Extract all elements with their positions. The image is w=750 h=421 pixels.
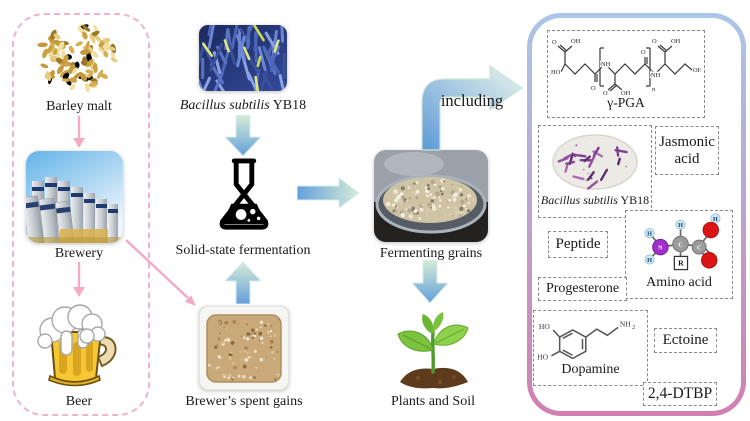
barley-malt-image (37, 24, 118, 93)
flask-icon (219, 158, 269, 230)
atom-label: NH (651, 72, 661, 79)
arrow-bacillus-to-fermentation (225, 115, 261, 157)
atom-label: N (658, 244, 663, 251)
arrow-barley-to-brewery (73, 116, 85, 148)
dtbp-box: 2,4-DTBP (643, 382, 717, 406)
atom-label: HO (539, 322, 550, 331)
atom-label: H (647, 257, 652, 264)
peptide-label: Peptide (555, 236, 601, 252)
atom-label: H (713, 216, 718, 223)
atom-label: OH (621, 90, 631, 96)
amino-acid-box: H H H H N C C R Amino acid (625, 210, 733, 299)
including-label: including (440, 91, 504, 110)
beer-image (37, 304, 117, 387)
jasmonic-acid-label: Jasmonic acid (659, 133, 715, 167)
atom-label: C (697, 244, 701, 251)
amino-acid-label: Amino acid (646, 275, 712, 290)
progesterone-label: Progesterone (545, 281, 620, 296)
atom-label: O (591, 85, 596, 92)
atom-label: NH (601, 61, 611, 68)
fermentation-label: Solid-state fermentation (175, 243, 311, 258)
jasmonic-acid-box: Jasmonic acid (655, 126, 719, 175)
plants-image (397, 312, 469, 389)
arrow-fermentation-to-grains (297, 177, 360, 209)
bacillus-micrograph-box: Bacillus subtilis YB18 (538, 125, 652, 218)
atom-label: R (678, 259, 684, 268)
metabolites-panel: HO O OH O OH O OH O O NH NH OH n γ-PGA (527, 13, 746, 416)
atom-label: C (678, 241, 682, 248)
atom-label: O (603, 90, 608, 96)
ectoine-box: Ectoine (654, 328, 717, 353)
including-arrow (421, 64, 524, 151)
beer-label: Beer (65, 394, 93, 409)
bacillus-species: Bacillus subtilis (179, 98, 270, 113)
brewery-image (26, 151, 123, 243)
dopamine-structure: HO HO NH 2 (537, 319, 635, 361)
arrow-spent-to-fermentation (225, 261, 261, 304)
atom-label: O (641, 49, 646, 56)
bacillus-sem-image (199, 25, 287, 91)
arrow-grains-to-plants (412, 260, 448, 304)
fermenting-grains-image (374, 150, 488, 242)
atom-label: 2 (632, 325, 635, 331)
dopamine-box: HO HO NH 2 Dopamine (533, 310, 648, 386)
spent-grains-label: Brewer’s spent gains (185, 394, 303, 409)
bacillus-micrograph (552, 134, 638, 190)
bacillus-species: Bacillus subtilis (540, 193, 618, 207)
dtbp-label: 2,4-DTBP (647, 385, 713, 402)
atom-label: H (678, 222, 683, 229)
gamma-pga-label: γ-PGA (607, 95, 645, 110)
plants-label: Plants and Soil (390, 394, 475, 409)
bacillus-strain: YB18 (620, 193, 650, 207)
bacillus-micrograph-label: Bacillus subtilis YB18 (539, 193, 651, 208)
peptide-box: Peptide (548, 231, 608, 258)
spent-grains-image (199, 306, 289, 390)
ectoine-label: Ectoine (662, 332, 709, 348)
arrow-brewery-to-beer (73, 262, 85, 297)
atom-label: n (652, 86, 655, 93)
bacillus-strain: YB18 (272, 98, 307, 113)
atom-label: OH (693, 67, 701, 74)
amino-acid-structure: H H H H N C C R (644, 213, 721, 271)
gamma-pga-box: HO O OH O OH O OH O O NH NH OH n γ-PGA (547, 30, 705, 118)
barley-malt-label: Barley malt (46, 99, 112, 114)
atom-label: HO (537, 352, 548, 361)
fermenting-grains-label: Fermenting grains (379, 246, 483, 261)
atom-label: HO (551, 69, 561, 76)
atom-label: O (652, 38, 657, 45)
atom-label: O (552, 39, 557, 46)
gamma-pga-structure: HO O OH O OH O OH O O NH NH OH n (551, 37, 701, 96)
arrow-brewery-to-spent-grains (125, 239, 196, 306)
atom-label: OH (571, 38, 581, 45)
atom-label: OH (671, 38, 681, 45)
dopamine-label: Dopamine (561, 362, 620, 377)
bacillus-sem-label: Bacillus subtilis YB18 (168, 98, 318, 114)
brewery-label: Brewery (54, 246, 104, 261)
beer-production-group (12, 13, 150, 416)
atom-label: H (647, 230, 652, 237)
progesterone-box: Progesterone (538, 277, 627, 301)
atom-label: NH (620, 319, 631, 328)
